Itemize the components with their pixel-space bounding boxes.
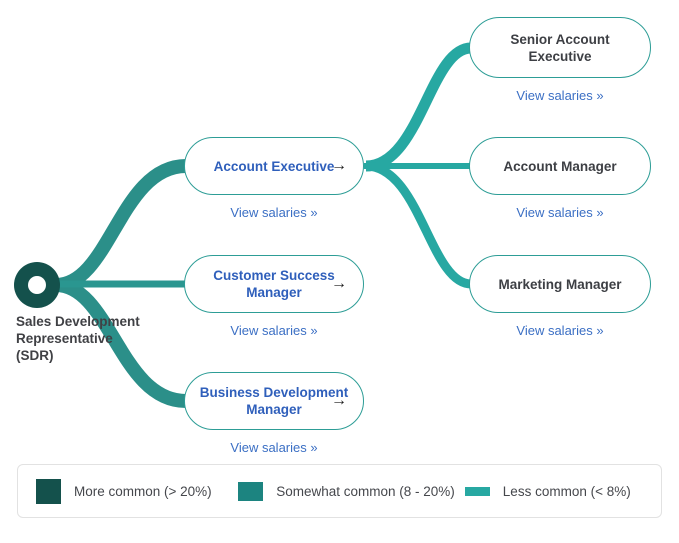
node-card-marketing-manager[interactable]: Marketing Manager xyxy=(469,255,651,313)
legend: More common (> 20%) Somewhat common (8 -… xyxy=(17,464,662,518)
node-business-development-manager[interactable]: Business Development Manager → View sala… xyxy=(184,372,364,455)
arrow-right-icon: → xyxy=(331,275,347,292)
node-marketing-manager[interactable]: Marketing Manager View salaries » xyxy=(469,255,651,338)
legend-label: More common (> 20%) xyxy=(74,483,212,499)
view-salaries-link[interactable]: View salaries » xyxy=(230,323,318,338)
node-title: Business Development Manager xyxy=(199,385,349,417)
legend-swatch-less-common xyxy=(464,486,490,496)
node-title: Account Executive xyxy=(213,158,335,174)
edge-account-executive-to-senior-account-executive xyxy=(365,42,472,172)
legend-swatch-more-common xyxy=(36,478,61,504)
node-customer-success-manager[interactable]: Customer Success Manager → View salaries… xyxy=(184,255,364,338)
legend-label: Less common (< 8%) xyxy=(502,483,631,499)
career-path-diagram: Sales Development Representative (SDR) A… xyxy=(0,0,679,460)
node-account-executive[interactable]: Account Executive → View salaries » xyxy=(184,137,364,220)
node-title: Account Manager xyxy=(503,158,617,174)
legend-item-less-common: Less common (< 8%) xyxy=(455,484,661,499)
view-salaries-link[interactable]: View salaries » xyxy=(516,88,604,103)
edge-layer xyxy=(52,42,472,408)
legend-label: Somewhat common (8 - 20%) xyxy=(276,483,455,499)
view-salaries-link[interactable]: View salaries » xyxy=(230,205,318,220)
edge-account-executive-to-marketing-manager xyxy=(365,161,472,289)
node-title: Senior Account Executive xyxy=(510,31,610,64)
node-card-senior-account-executive[interactable]: Senior Account Executive xyxy=(469,17,651,78)
edge-sdr-to-account-executive xyxy=(55,159,187,292)
node-card-customer-success-manager[interactable]: Customer Success Manager → xyxy=(184,255,364,313)
arrow-right-icon: → xyxy=(331,392,347,409)
node-card-business-development-manager[interactable]: Business Development Manager → xyxy=(184,372,364,430)
node-account-manager[interactable]: Account Manager View salaries » xyxy=(469,137,651,220)
legend-item-more-common: More common (> 20%) xyxy=(18,478,232,504)
legend-item-somewhat-common: Somewhat common (8 - 20%) xyxy=(232,481,455,501)
legend-swatch-somewhat-common xyxy=(238,481,264,501)
node-title: Marketing Manager xyxy=(498,276,622,292)
root-node-sdr[interactable] xyxy=(14,262,60,308)
view-salaries-link[interactable]: View salaries » xyxy=(516,323,604,338)
view-salaries-link[interactable]: View salaries » xyxy=(230,440,318,455)
node-senior-account-executive[interactable]: Senior Account Executive View salaries » xyxy=(469,17,651,103)
view-salaries-link[interactable]: View salaries » xyxy=(516,205,604,220)
arrow-right-icon: → xyxy=(331,157,347,174)
root-node-label: Sales Development Representative (SDR) xyxy=(16,314,140,363)
node-card-account-manager[interactable]: Account Manager xyxy=(469,137,651,195)
node-title: Customer Success Manager xyxy=(213,268,335,300)
edge-sdr-to-business-development-manager xyxy=(55,278,187,408)
node-card-account-executive[interactable]: Account Executive → xyxy=(184,137,364,195)
